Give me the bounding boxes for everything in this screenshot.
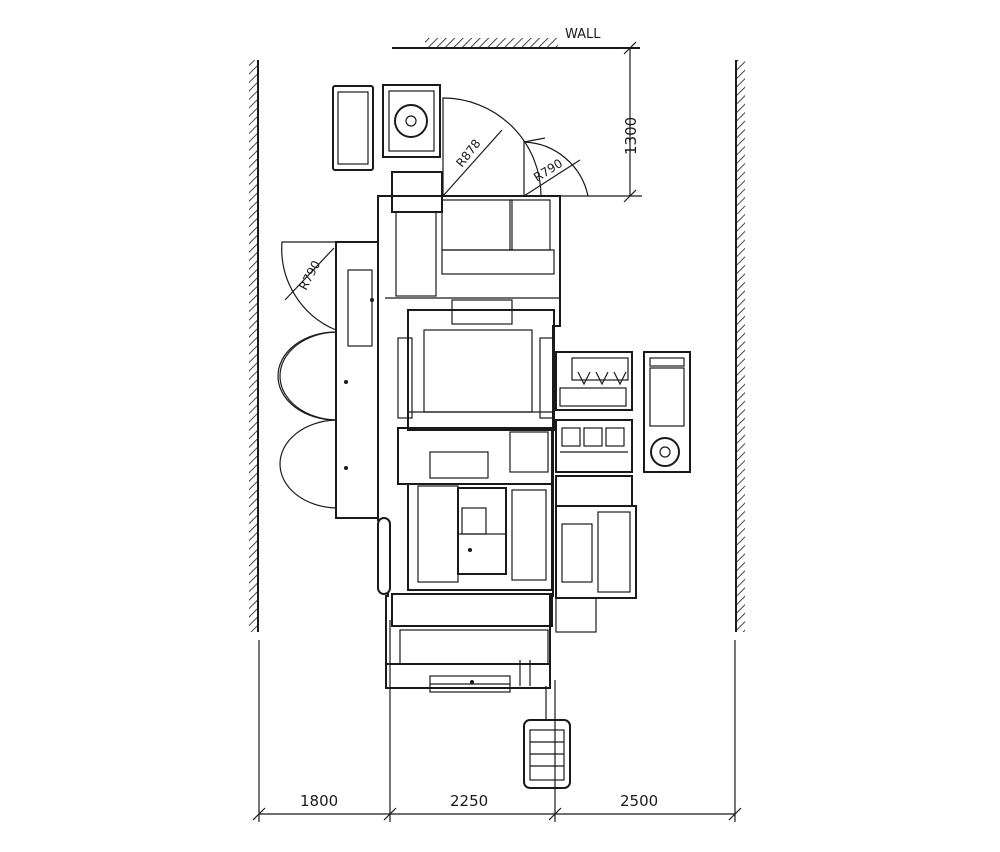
bottom-dimensions: 1800 2250 2500 [252,620,742,822]
right-wall [735,60,745,632]
coolant-tank [555,475,637,633]
door-swing-r878: R878 [442,97,542,197]
door-swing-r790-top: R790 [523,137,589,197]
operator-cart [523,686,571,789]
dimension-left-label: 1800 [300,792,338,810]
main-machine [377,171,561,693]
hydraulic-unit [555,419,633,473]
top-wall: WALL [392,27,640,49]
chiller-unit [643,351,691,473]
left-side-panel [335,241,383,519]
top-clearance-dimension: 1300 [546,41,642,203]
wall-label: WALL [565,27,601,42]
left-wall [249,60,259,632]
electrical-cabinet [332,85,374,171]
chip-conveyor-unit [382,84,441,158]
dimension-middle-label: 2250 [450,792,488,810]
top-clearance-label: 1300 [622,117,640,155]
dimension-right-label: 2500 [620,792,658,810]
left-door-swings [277,331,337,509]
door-swing-r790-left: R790 [281,241,337,331]
radius-label-r878: R878 [453,137,483,170]
radius-label-r790-left: R790 [296,258,323,292]
tool-magazine [555,351,633,411]
